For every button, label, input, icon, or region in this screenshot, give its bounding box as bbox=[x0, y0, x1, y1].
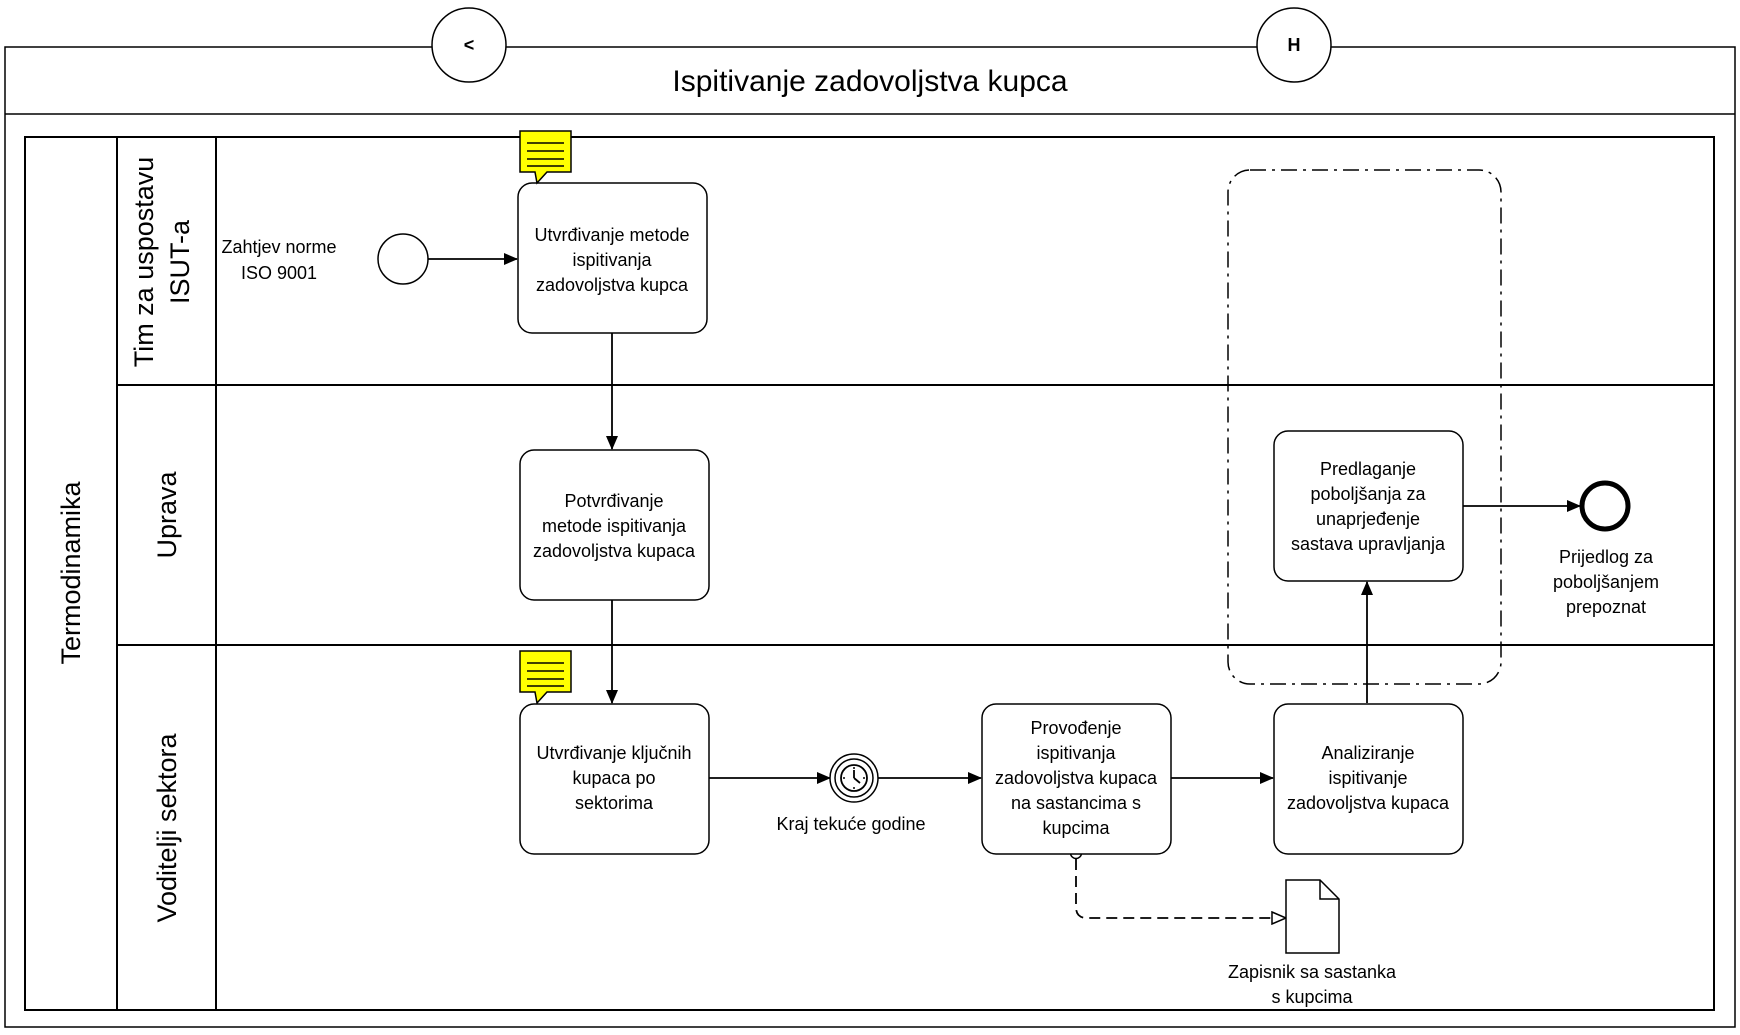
end-event-label-1: Prijedlog za bbox=[1559, 547, 1654, 567]
task-label: zadovoljstva kupca bbox=[536, 275, 689, 295]
task-label: poboljšanja za bbox=[1310, 484, 1426, 504]
lane-tim-line-2: ISUT-a bbox=[165, 219, 195, 304]
document-icon[interactable] bbox=[1285, 879, 1340, 954]
end-event[interactable] bbox=[1579, 480, 1631, 532]
home-button[interactable]: H bbox=[1256, 7, 1332, 83]
task-label: sektorima bbox=[575, 793, 654, 813]
start-event[interactable] bbox=[377, 233, 429, 285]
task-label: Potvrđivanje bbox=[564, 491, 663, 511]
document-label-2: s kupcima bbox=[1271, 987, 1353, 1007]
previous-page-button[interactable]: < bbox=[431, 7, 507, 83]
lane-label-uprava: Uprava bbox=[152, 471, 182, 559]
task-provodenje-ispitivanja[interactable]: Provođenje ispitivanja zadovoljstva kupa… bbox=[981, 703, 1172, 855]
start-event-label-2: ISO 9001 bbox=[241, 263, 317, 283]
clock-icon bbox=[840, 764, 868, 792]
document-label-1: Zapisnik sa sastanka bbox=[1228, 962, 1397, 982]
lane-label-voditelji: Voditelji sektora bbox=[152, 732, 182, 922]
task-label: metode ispitivanja bbox=[542, 516, 687, 536]
previous-page-label: < bbox=[464, 35, 475, 55]
task-label: zadovoljstva kupaca bbox=[1287, 793, 1450, 813]
task-analiziranje[interactable]: Analiziranje ispitivanje zadovoljstva ku… bbox=[1273, 703, 1464, 855]
task-label: Utvrđivanje ključnih bbox=[536, 743, 691, 763]
task-label: sastava upravljanja bbox=[1291, 534, 1446, 554]
end-event-label-3: prepoznat bbox=[1566, 597, 1646, 617]
task-label: Utvrđivanje metode bbox=[534, 225, 689, 245]
home-label: H bbox=[1288, 35, 1301, 55]
task-predlaganje-poboljsanja[interactable]: Predlaganje poboljšanja za unaprjeđenje … bbox=[1273, 430, 1464, 582]
pool-label: Termodinamika bbox=[56, 480, 86, 664]
task-label: ispitivanje bbox=[1328, 768, 1407, 788]
page-frame bbox=[4, 46, 1736, 1028]
task-utvrdivanje-kupaca[interactable]: Utvrđivanje ključnih kupaca po sektorima bbox=[519, 703, 710, 855]
task-label: zadovoljstva kupaca bbox=[533, 541, 696, 561]
task-label: na sastancima s bbox=[1011, 793, 1141, 813]
lane-label-tim: Tim za uspostavu ISUT-a bbox=[129, 157, 195, 368]
association-t4-to-document bbox=[1075, 859, 1286, 918]
task-potvrdivanje-metode[interactable]: Potvrđivanje metode ispitivanja zadovolj… bbox=[519, 449, 710, 601]
timer-event-label: Kraj tekuće godine bbox=[776, 814, 925, 834]
group-boundary bbox=[1227, 169, 1502, 685]
start-event-label-1: Zahtjev norme bbox=[221, 237, 336, 257]
timer-event[interactable] bbox=[829, 753, 879, 803]
task-label: ispitivanja bbox=[572, 250, 652, 270]
end-event-label-2: poboljšanjem bbox=[1553, 572, 1659, 592]
pool bbox=[24, 136, 1715, 1011]
task-label: unaprjeđenje bbox=[1316, 509, 1420, 529]
task-label: Provođenje bbox=[1030, 718, 1121, 738]
note-icon[interactable] bbox=[519, 130, 572, 185]
task-label: Predlaganje bbox=[1320, 459, 1416, 479]
task-label: zadovoljstva kupaca bbox=[995, 768, 1158, 788]
task-utvrdivanje-metode[interactable]: Utvrđivanje metode ispitivanja zadovoljs… bbox=[517, 182, 708, 334]
lane-tim-line-1: Tim za uspostavu bbox=[129, 157, 159, 368]
task-label: kupcima bbox=[1042, 818, 1110, 838]
note-icon[interactable] bbox=[519, 650, 572, 705]
page-title: Ispitivanje zadovoljstva kupca bbox=[672, 65, 1068, 98]
task-label: ispitivanja bbox=[1036, 743, 1116, 763]
task-label: Analiziranje bbox=[1321, 743, 1414, 763]
task-label: kupaca po bbox=[572, 768, 655, 788]
